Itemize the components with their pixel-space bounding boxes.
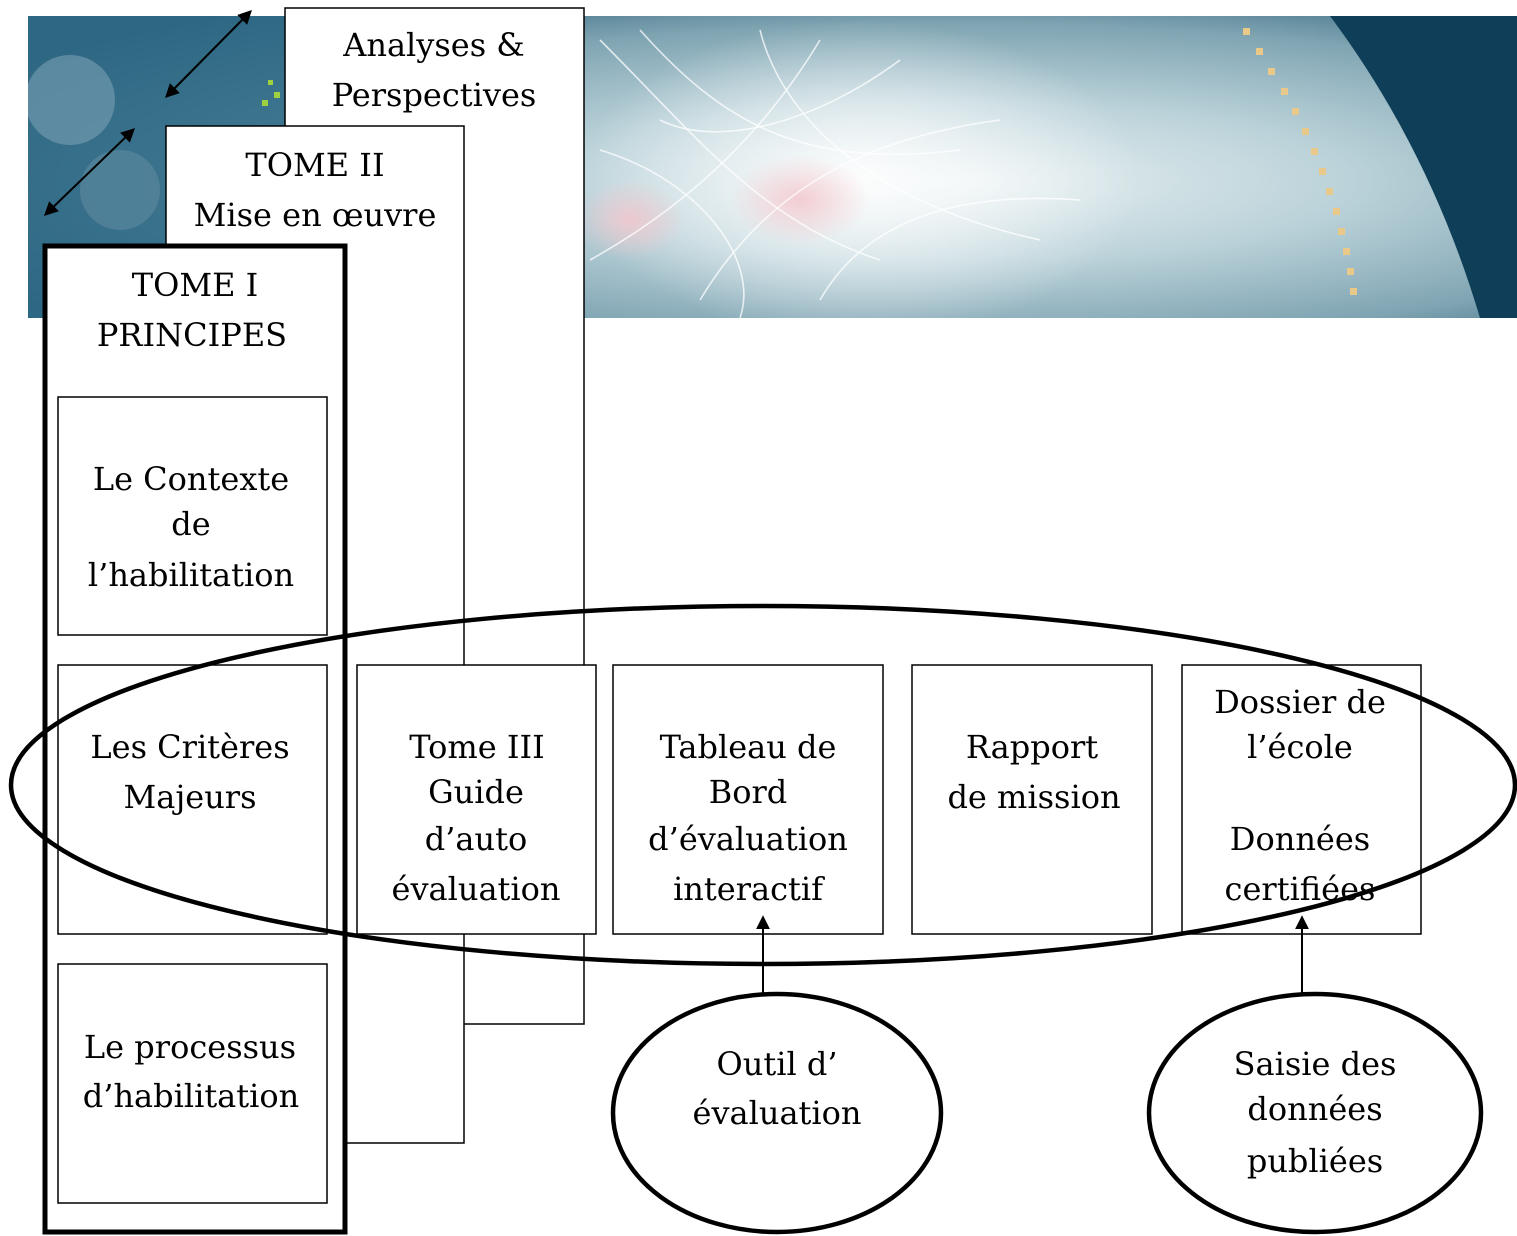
- tome1-title-line2: PRINCIPES: [97, 316, 287, 354]
- criteres-box: [57, 664, 328, 935]
- dossier-line3: Données: [1230, 820, 1370, 858]
- rapport-line2: de mission: [947, 778, 1120, 816]
- rapport-line1: Rapport: [966, 728, 1098, 766]
- analyses-title-line2: Perspectives: [332, 76, 537, 114]
- saisie-line3: publiées: [1247, 1142, 1383, 1180]
- rapport-box: [911, 664, 1153, 935]
- contexte-line1: Le Contexte: [93, 460, 289, 498]
- outil-line1: Outil d’: [717, 1045, 838, 1083]
- tableau-line3: d’évaluation: [648, 820, 848, 858]
- tableau-box: [612, 664, 884, 935]
- processus-box: [57, 963, 328, 1204]
- contexte-line2: de: [171, 505, 210, 543]
- processus-line2: d’habilitation: [83, 1077, 299, 1115]
- banner-light-streaks: [589, 29, 1081, 318]
- banner-pink-glow: [575, 180, 685, 260]
- tome3-line3: d’auto: [425, 820, 527, 858]
- saisie-ellipse: [1146, 991, 1484, 1235]
- saisie-line1: Saisie des: [1234, 1045, 1397, 1083]
- criteres-line2: Majeurs: [123, 778, 256, 816]
- outil-ellipse: [610, 991, 944, 1235]
- tableau-line1: Tableau de: [660, 728, 837, 766]
- dossier-line4: certifiées: [1225, 870, 1376, 908]
- banner-glow: [580, 20, 1140, 318]
- tome2-title-line2: Mise en œuvre: [194, 196, 437, 234]
- tome3-line2: Guide: [428, 773, 524, 811]
- banner-green-dots: [262, 80, 280, 106]
- dossier-line1: Dossier de: [1214, 683, 1386, 721]
- banner-bubble: [28, 55, 115, 145]
- tome3-line1: Tome III: [409, 728, 545, 766]
- processus-line1: Le processus: [84, 1028, 296, 1066]
- tome1-title-line1: TOME I: [132, 266, 259, 304]
- tome3-line4: évaluation: [392, 870, 561, 908]
- banner-pink-glow: [730, 155, 870, 245]
- analyses-title-line1: Analyses &: [342, 26, 525, 64]
- banner-bubble: [80, 150, 160, 230]
- outil-line2: évaluation: [693, 1094, 862, 1132]
- saisie-line2: données: [1247, 1090, 1382, 1128]
- double-arrow: [165, 10, 252, 98]
- tome2-title-line1: TOME II: [245, 146, 384, 184]
- banner-gold-dots: [1243, 28, 1357, 295]
- criteres-line1: Les Critères: [90, 728, 289, 766]
- contexte-box: [57, 396, 328, 636]
- double-arrow: [43, 128, 136, 216]
- contexte-line3: l’habilitation: [88, 556, 294, 594]
- tableau-line4: interactif: [673, 870, 825, 908]
- dossier-line2: l’école: [1247, 728, 1353, 766]
- tome3-box: [356, 664, 597, 935]
- tableau-line2: Bord: [709, 773, 788, 811]
- banner-dark-arc: [1330, 16, 1517, 318]
